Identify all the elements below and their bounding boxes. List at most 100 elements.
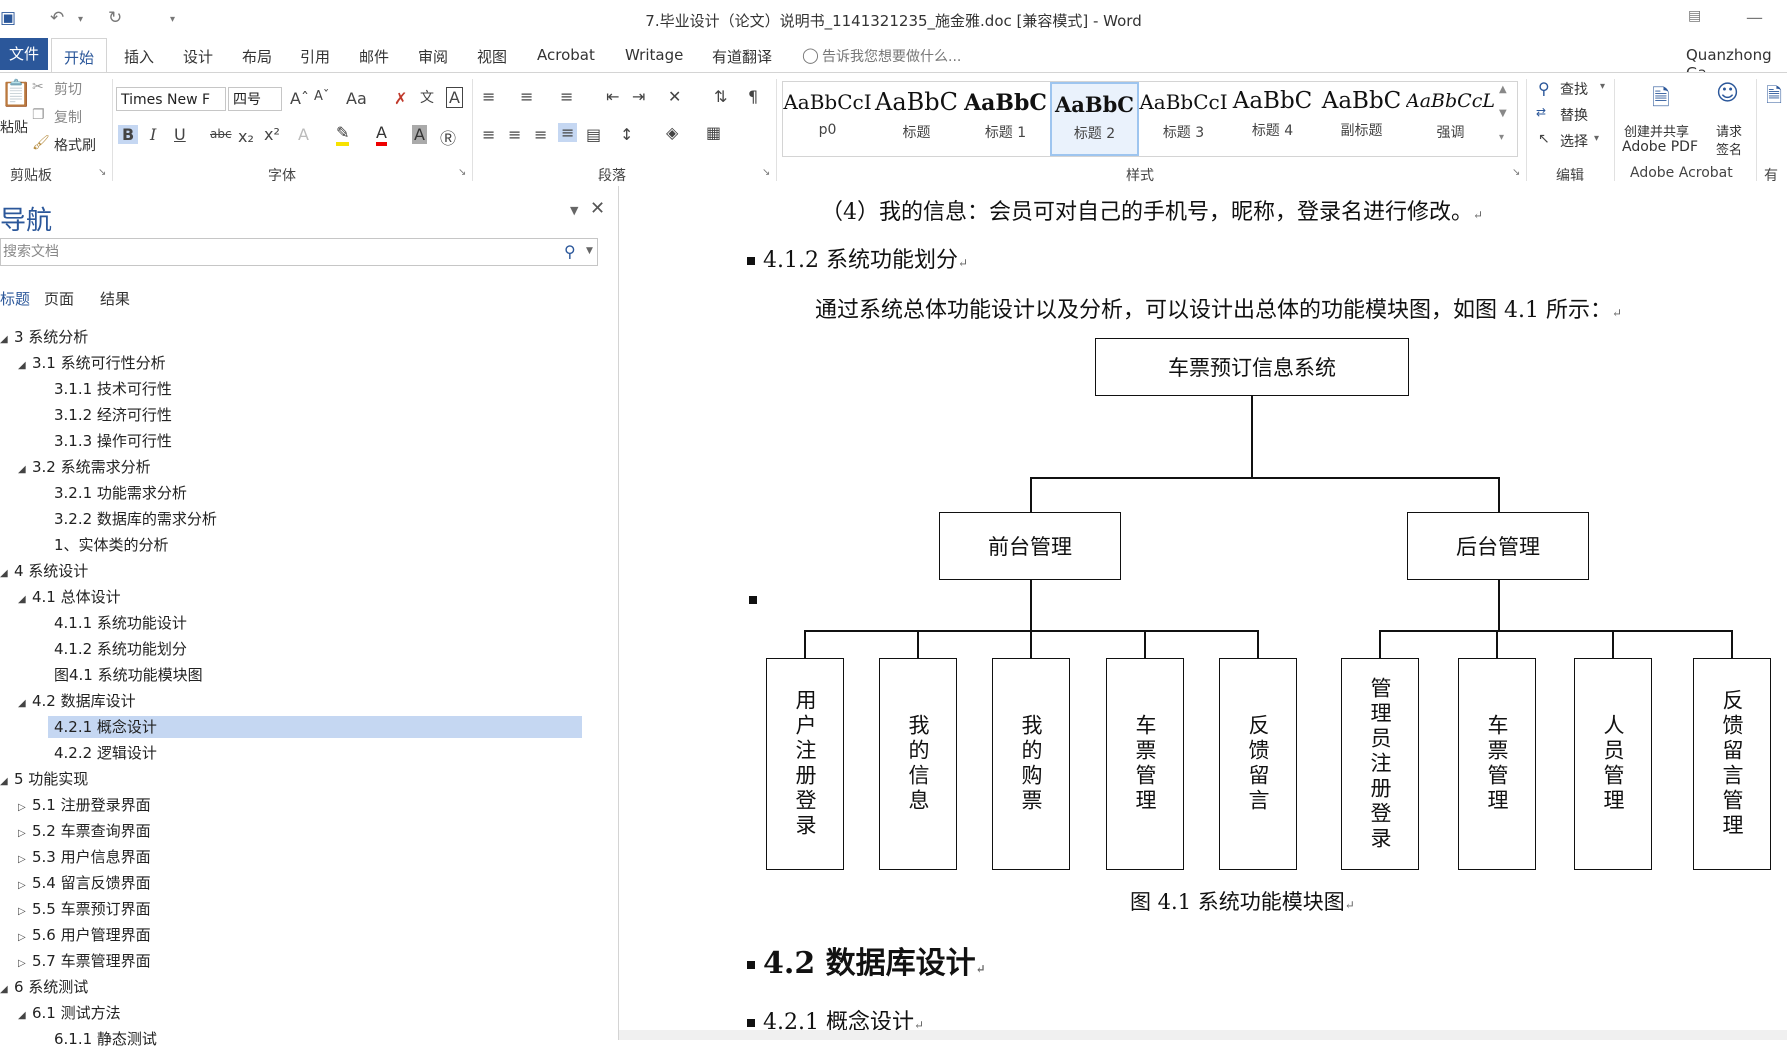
nav-heading-item[interactable]: ▷5.3 用户信息界面 xyxy=(18,846,151,868)
cut-icon[interactable]: ✂ xyxy=(32,79,44,95)
chinese-layout-icon[interactable]: ✕ xyxy=(668,87,682,106)
search-icon[interactable]: ⚲ xyxy=(564,242,576,261)
tab-insert[interactable]: 插入 xyxy=(124,48,155,66)
font-launcher-icon[interactable]: ↘ xyxy=(458,167,467,178)
tab-acrobat[interactable]: Acrobat xyxy=(537,46,595,64)
tab-review[interactable]: 审阅 xyxy=(418,48,449,66)
redo-icon[interactable]: ↻ xyxy=(108,8,123,28)
grow-font-icon[interactable]: Aˆ xyxy=(290,89,309,108)
format-painter-icon[interactable]: 🖌 xyxy=(32,135,50,151)
show-formatting-icon[interactable]: ¶ xyxy=(748,87,759,106)
tab-references[interactable]: 引用 xyxy=(300,48,331,66)
nav-tab-results[interactable]: 结果 xyxy=(100,290,131,308)
clipboard-launcher-icon[interactable]: ↘ xyxy=(98,167,107,178)
replace-button[interactable]: 替换 xyxy=(1560,108,1588,124)
lightbulb-icon[interactable]: ◯ xyxy=(802,46,819,64)
underline-icon[interactable]: U xyxy=(174,125,186,144)
superscript-icon[interactable]: x² xyxy=(264,125,280,144)
font-name-combo[interactable]: Times New F xyxy=(116,87,226,111)
undo-dropdown-icon[interactable]: ▾ xyxy=(78,14,84,25)
style-heading-2[interactable]: AaBbC 标题 2 xyxy=(1050,82,1139,156)
nav-heading-item[interactable]: 图4.1 系统功能模块图 xyxy=(48,664,203,686)
nav-heading-item[interactable]: 3.2.1 功能需求分析 xyxy=(48,482,187,504)
nav-heading-item[interactable]: ◢5 功能实现 xyxy=(0,768,88,790)
shrink-font-icon[interactable]: Aˇ xyxy=(314,89,330,104)
style-heading-1[interactable]: AaBbC 标题 1 xyxy=(961,82,1050,156)
nav-heading-item[interactable]: ◢3.2 系统需求分析 xyxy=(18,456,151,478)
select-button[interactable]: 选择 xyxy=(1560,134,1588,150)
nav-heading-item[interactable]: 3.1.1 技术可行性 xyxy=(48,378,172,400)
nav-heading-item[interactable]: ▷5.5 车票预订界面 xyxy=(18,898,151,920)
character-shading-icon[interactable]: A xyxy=(412,125,427,144)
styles-launcher-icon[interactable]: ↘ xyxy=(1512,167,1521,178)
nav-heading-item[interactable]: 4.2.1 概念设计 xyxy=(48,716,582,738)
request-signature-icon[interactable]: ☺ xyxy=(1716,81,1739,106)
customize-quick-access-icon[interactable]: ▾ xyxy=(170,14,176,25)
find-icon[interactable]: ⚲ xyxy=(1538,79,1550,98)
tell-me-input[interactable]: 告诉我您想要做什么... xyxy=(822,49,962,65)
nav-heading-item[interactable]: ▷5.6 用户管理界面 xyxy=(18,924,151,946)
clear-formatting-icon[interactable]: ✗ xyxy=(394,89,408,108)
decrease-indent-icon[interactable]: ⇤ xyxy=(606,87,620,106)
copy-icon[interactable]: ❐ xyxy=(32,107,45,123)
sort-icon[interactable]: ⇅ xyxy=(714,87,728,106)
nav-heading-item[interactable]: ◢6.1 测试方法 xyxy=(18,1002,121,1024)
distributed-icon[interactable]: ▤ xyxy=(586,125,602,144)
nav-heading-item[interactable]: 3.1.3 操作可行性 xyxy=(48,430,172,452)
multilevel-list-icon[interactable]: ≡ xyxy=(560,87,574,106)
expand-triangle-icon[interactable]: ▷ xyxy=(18,958,26,969)
tab-design[interactable]: 设计 xyxy=(183,48,214,66)
nav-heading-item[interactable]: 6.1.1 静态测试 xyxy=(48,1028,157,1050)
font-color-icon[interactable]: A xyxy=(376,123,387,146)
nav-heading-item[interactable]: ◢4 系统设计 xyxy=(0,560,88,582)
styles-scroll-down-icon[interactable]: ▼ xyxy=(1499,108,1507,119)
styles-more-icon[interactable]: ▾ xyxy=(1499,132,1505,143)
tab-home[interactable]: 开始 xyxy=(51,38,108,78)
nav-heading-item[interactable]: ◢6 系统测试 xyxy=(0,976,88,998)
create-pdf-icon[interactable]: 🗎 xyxy=(1652,86,1670,111)
bold-icon[interactable]: B xyxy=(118,125,139,144)
horizontal-scroll-area[interactable] xyxy=(619,1030,1787,1040)
tab-file[interactable]: 文件 xyxy=(0,38,48,70)
ribbon-display-options-icon[interactable]: ▤ xyxy=(1688,8,1702,24)
paragraph-launcher-icon[interactable]: ↘ xyxy=(762,167,771,178)
select-dropdown-icon[interactable]: ▾ xyxy=(1594,133,1600,144)
style-emphasis[interactable]: AaBbCcL 强调 xyxy=(1406,82,1495,156)
nav-options-icon[interactable]: ▼ xyxy=(570,204,579,217)
paste-icon[interactable]: 📋 xyxy=(0,79,33,109)
nav-heading-item[interactable]: ▷5.7 车票管理界面 xyxy=(18,950,151,972)
cut-button[interactable]: 剪切 xyxy=(54,82,82,98)
nav-heading-item[interactable]: ◢4.1 总体设计 xyxy=(18,586,121,608)
nav-tab-pages[interactable]: 页面 xyxy=(44,290,75,308)
expand-triangle-icon[interactable]: ◢ xyxy=(0,776,8,787)
highlight-icon[interactable]: ✎ xyxy=(336,123,350,146)
format-painter-button[interactable]: 格式刷 xyxy=(54,138,96,154)
expand-triangle-icon[interactable]: ◢ xyxy=(18,360,26,371)
strikethrough-icon[interactable]: abc xyxy=(210,127,232,141)
increase-indent-icon[interactable]: ⇥ xyxy=(632,87,646,106)
select-icon[interactable]: ↖ xyxy=(1538,131,1550,147)
save-icon[interactable]: ▣ xyxy=(0,8,17,28)
youdao-icon[interactable]: 🗎 xyxy=(1766,83,1783,107)
align-center-icon[interactable]: ≡ xyxy=(508,125,522,144)
styles-scroll-up-icon[interactable]: ▲ xyxy=(1499,84,1507,95)
enclose-characters-icon[interactable]: Ⓡ xyxy=(440,129,457,148)
style-title[interactable]: AaBbC 标题 xyxy=(872,82,961,156)
style-heading-3[interactable]: AaBbCcI 标题 3 xyxy=(1139,82,1228,156)
nav-heading-item[interactable]: 4.1.2 系统功能划分 xyxy=(48,638,187,660)
minimize-icon[interactable]: — xyxy=(1746,8,1763,28)
expand-triangle-icon[interactable]: ◢ xyxy=(0,334,8,345)
shading-icon[interactable]: ◈ xyxy=(666,123,679,142)
bullets-icon[interactable]: ≡ xyxy=(482,87,496,106)
tab-layout[interactable]: 布局 xyxy=(242,48,273,66)
replace-icon[interactable]: ⇄ xyxy=(1536,105,1547,119)
undo-icon[interactable]: ↶ xyxy=(50,8,65,28)
create-share-pdf-button[interactable]: 创建并共享 xyxy=(1624,125,1690,140)
expand-triangle-icon[interactable]: ▷ xyxy=(18,802,26,813)
search-dropdown-icon[interactable]: ▼ xyxy=(586,246,593,256)
expand-triangle-icon[interactable]: ◢ xyxy=(18,698,26,709)
nav-heading-item[interactable]: ◢4.2 数据库设计 xyxy=(18,690,136,712)
nav-heading-item[interactable]: 3.1.2 经济可行性 xyxy=(48,404,172,426)
nav-tab-headings[interactable]: 标题 xyxy=(0,290,31,308)
expand-triangle-icon[interactable]: ◢ xyxy=(18,464,26,475)
